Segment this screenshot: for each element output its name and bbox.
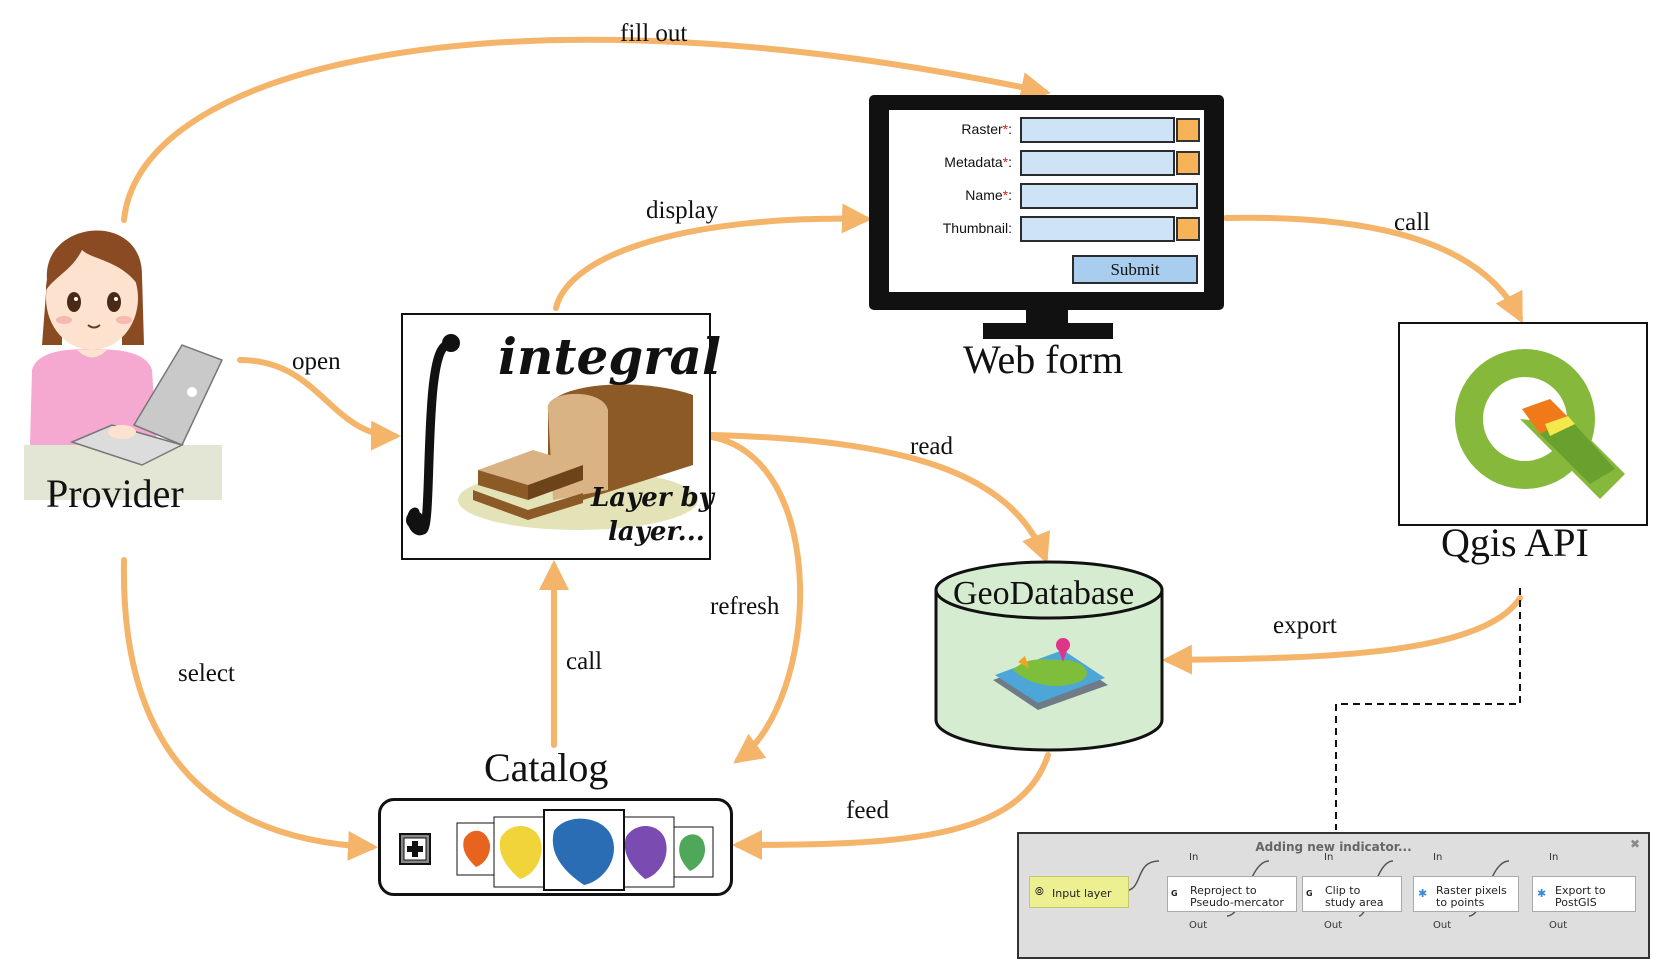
edge-label-call-catalog: call	[566, 648, 603, 675]
qgis-icon	[1455, 349, 1625, 499]
port-in: In	[1324, 852, 1334, 863]
port-in: In	[1189, 852, 1199, 863]
edge-label-feed: feed	[846, 797, 890, 824]
thumbnail-2[interactable]	[493, 816, 550, 888]
form-row-name: Name*:	[889, 181, 1204, 211]
edge-label-open: open	[292, 348, 341, 375]
qgis-api-label: Qgis API	[1441, 520, 1589, 565]
edge-label-select: select	[178, 660, 235, 687]
web-form-screen: Raster*: Metadata*: Name*: Thumbnail: Su…	[889, 110, 1204, 292]
folder-icon[interactable]	[1176, 217, 1200, 241]
thumbnail-1[interactable]	[456, 822, 498, 876]
form-label-metadata: Metadata*:	[944, 154, 1012, 170]
input-layer-node[interactable]: ⦾ Input layer	[1029, 876, 1129, 908]
model-title: Adding new indicator...	[1255, 840, 1412, 854]
provider-label: Provider	[46, 471, 184, 516]
integral-tagline-1: Layer by	[591, 483, 714, 513]
web-form-label: Web form	[963, 337, 1124, 382]
qgis-model-panel: Adding new indicator... ✖ ⦾ Input layer …	[1017, 832, 1650, 959]
edge-label-fill-out: fill out	[620, 20, 688, 47]
metadata-input[interactable]	[1020, 150, 1175, 176]
input-icon: ⦾	[1035, 885, 1044, 898]
integral-tagline-2: layer...	[608, 517, 705, 547]
port-out: Out	[1324, 920, 1343, 931]
monitor-neck	[1026, 309, 1068, 325]
catalog-box	[378, 798, 733, 896]
port-in: In	[1433, 852, 1443, 863]
form-row-metadata: Metadata*:	[889, 148, 1204, 178]
input-layer-label: Input layer	[1052, 887, 1112, 900]
port-out: Out	[1189, 920, 1208, 931]
gear-icon: ✱	[1418, 887, 1428, 900]
raster-input[interactable]	[1020, 117, 1175, 143]
form-row-raster: Raster*:	[889, 115, 1204, 145]
edge-feed	[732, 752, 1051, 860]
catalog-thumbnails	[456, 809, 714, 891]
form-label-raster: Raster*:	[961, 121, 1012, 137]
geodatabase-label: GeoDatabase	[953, 575, 1135, 612]
edge-display	[553, 203, 872, 311]
dashed-connector	[1335, 588, 1521, 830]
folder-icon[interactable]	[1176, 151, 1200, 175]
edge-label-refresh: refresh	[710, 593, 780, 620]
thumbnail-input[interactable]	[1020, 216, 1175, 242]
map-icon	[993, 638, 1108, 710]
monitor-stand	[983, 323, 1113, 339]
gear-icon: ✱	[1537, 887, 1547, 900]
port-out: Out	[1549, 920, 1568, 931]
submit-button[interactable]: Submit	[1072, 255, 1198, 284]
edge-label-export: export	[1273, 612, 1337, 639]
qgis-logo-box	[1398, 322, 1648, 526]
form-label-thumbnail: Thumbnail:	[942, 220, 1012, 236]
geodatabase-cylinder	[934, 560, 1164, 752]
edge-label-read: read	[910, 433, 954, 460]
integral-title: integral	[498, 327, 721, 386]
catalog-label: Catalog	[484, 745, 609, 790]
edge-fill-out	[121, 36, 1051, 223]
thumbnail-5[interactable]	[672, 826, 714, 878]
name-input[interactable]	[1020, 183, 1198, 209]
edge-select	[120, 557, 378, 861]
provider-illustration	[24, 230, 224, 500]
folder-icon[interactable]	[1176, 118, 1200, 142]
thumbnail-4[interactable]	[618, 816, 675, 888]
plus-square-icon[interactable]	[399, 833, 431, 865]
edge-refresh	[709, 434, 803, 764]
form-label-name: Name*:	[965, 187, 1012, 203]
gdal-icon: G	[1171, 889, 1178, 898]
gdal-icon: G	[1306, 889, 1313, 898]
close-icon[interactable]: ✖	[1629, 837, 1640, 851]
form-row-thumbnail: Thumbnail:	[889, 214, 1204, 244]
bread-illustration	[406, 334, 698, 536]
edge-read	[709, 432, 1051, 564]
edge-open	[237, 357, 401, 451]
edge-label-call-webform: call	[1394, 209, 1431, 236]
integral-logo-box: integral Layer by layer...	[401, 313, 721, 560]
port-out: Out	[1433, 920, 1452, 931]
edge-call-qgis	[1223, 214, 1523, 324]
edge-export	[1162, 595, 1523, 675]
edge-label-display: display	[646, 197, 719, 224]
thumbnail-3[interactable]	[543, 809, 625, 891]
port-in: In	[1549, 852, 1559, 863]
